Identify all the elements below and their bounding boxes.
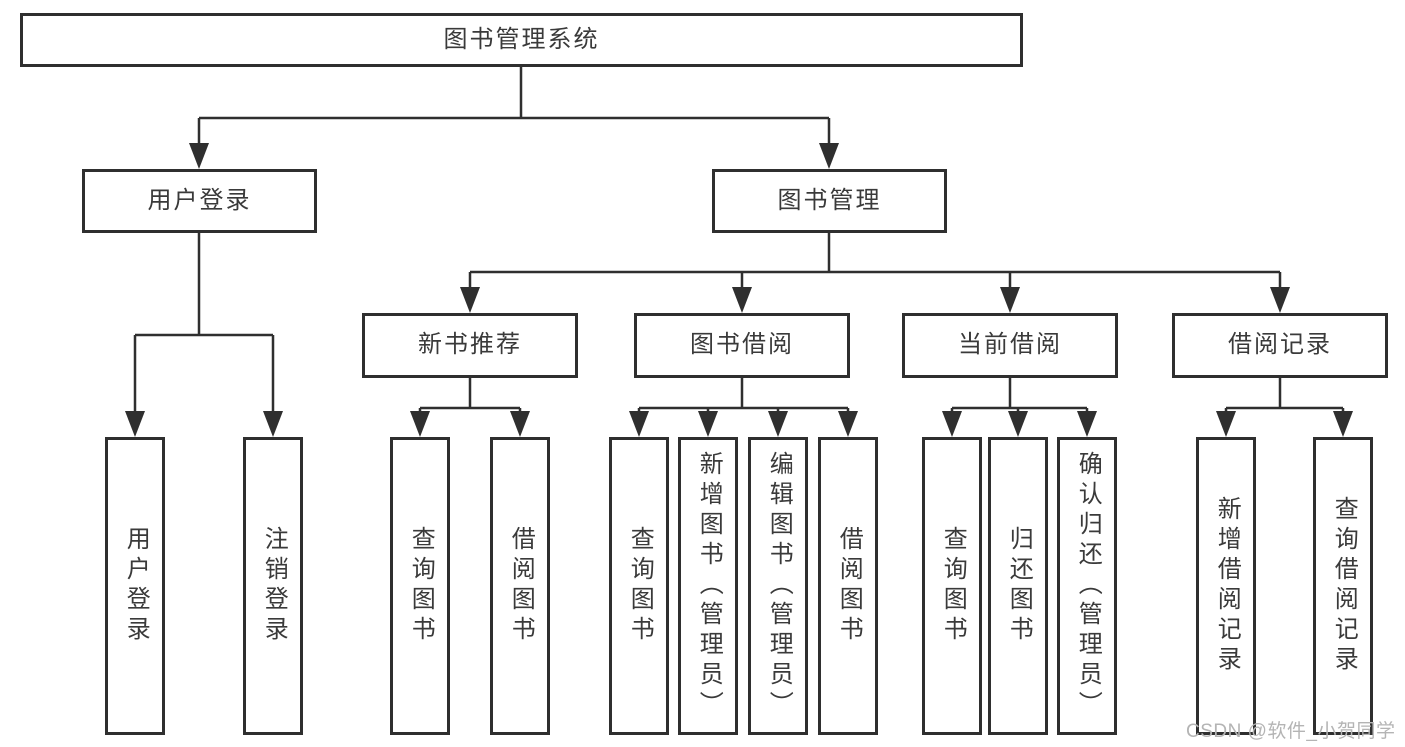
arrowhead xyxy=(1077,411,1097,437)
node-user-login: 用户登录 xyxy=(82,169,317,233)
node-label: 当前借阅 xyxy=(958,331,1062,359)
node-label: 用户登录 xyxy=(147,186,252,214)
connector-current-borrow-split xyxy=(950,378,1089,414)
leaf-bb-borrow-books: 借阅图书 xyxy=(818,437,878,735)
leaf-label: 用户登录 xyxy=(122,526,150,646)
arrowhead xyxy=(1270,287,1290,313)
leaf-bb-edit-book-admin: 编辑图书（管理员） xyxy=(748,437,808,735)
arrowhead xyxy=(189,143,209,169)
arrowhead xyxy=(819,143,839,169)
leaf-label: 查询图书 xyxy=(626,526,654,646)
node-label: 借阅记录 xyxy=(1228,331,1332,359)
connector-borrow-record-split xyxy=(1224,378,1345,414)
arrowhead xyxy=(629,411,649,437)
leaf-label: 查询图书 xyxy=(407,526,435,646)
arrowhead xyxy=(410,411,430,437)
leaf-label: 注销登录 xyxy=(260,526,288,646)
leaf-label: 归还图书 xyxy=(1005,526,1033,646)
arrowhead xyxy=(1000,287,1020,313)
leaf-user-login: 用户登录 xyxy=(105,437,165,735)
leaf-label: 新增借阅记录 xyxy=(1213,496,1241,676)
node-book-management: 图书管理 xyxy=(712,169,947,233)
leaf-label: 查询借阅记录 xyxy=(1330,496,1358,676)
node-label: 图书管理系统 xyxy=(443,25,600,53)
node-borrow-records: 借阅记录 xyxy=(1172,313,1388,378)
node-book-borrow: 图书借阅 xyxy=(634,313,850,378)
arrowhead xyxy=(838,411,858,437)
leaf-cb-confirm-return-admin: 确认归还（管理员） xyxy=(1057,437,1117,735)
arrowhead xyxy=(732,287,752,313)
arrowhead xyxy=(1333,411,1353,437)
arrowhead xyxy=(263,411,283,437)
leaf-label: 确认归还（管理员） xyxy=(1074,451,1102,721)
connector-new-book-recommend-split xyxy=(418,378,522,414)
arrowhead xyxy=(1216,411,1236,437)
leaf-bb-add-book-admin: 新增图书（管理员） xyxy=(678,437,738,735)
node-current-borrow: 当前借阅 xyxy=(902,313,1118,378)
arrowhead xyxy=(510,411,530,437)
leaf-label: 查询图书 xyxy=(939,526,967,646)
leaf-label: 编辑图书（管理员） xyxy=(765,451,793,721)
leaf-cb-return-books: 归还图书 xyxy=(988,437,1048,735)
leaf-cb-query-books: 查询图书 xyxy=(922,437,982,735)
watermark: CSDN @软件_小贺同学 xyxy=(1186,721,1396,742)
node-label: 新书推荐 xyxy=(418,331,522,359)
connector-book-management-split xyxy=(468,233,1282,290)
arrowhead xyxy=(698,411,718,437)
arrowhead xyxy=(460,287,480,313)
leaf-logout-login: 注销登录 xyxy=(243,437,303,735)
node-new-book-recommend: 新书推荐 xyxy=(362,313,578,378)
node-label: 图书管理 xyxy=(777,186,882,214)
leaf-bb-query-books: 查询图书 xyxy=(609,437,669,735)
connector-book-borrow-split xyxy=(637,378,850,414)
connector-root-split xyxy=(197,67,831,144)
leaf-nbr-borrow-books: 借阅图书 xyxy=(490,437,550,735)
leaf-nbr-query-books: 查询图书 xyxy=(390,437,450,735)
arrowhead xyxy=(1008,411,1028,437)
connector-user-login-split xyxy=(133,233,275,413)
leaf-label: 新增图书（管理员） xyxy=(695,451,723,721)
node-root: 图书管理系统 xyxy=(20,13,1023,67)
arrowhead xyxy=(942,411,962,437)
leaf-br-add-record: 新增借阅记录 xyxy=(1196,437,1256,735)
leaf-br-query-record: 查询借阅记录 xyxy=(1313,437,1373,735)
arrowhead xyxy=(125,411,145,437)
arrowhead xyxy=(768,411,788,437)
node-label: 图书借阅 xyxy=(690,331,794,359)
leaf-label: 借阅图书 xyxy=(507,526,535,646)
leaf-label: 借阅图书 xyxy=(835,526,863,646)
